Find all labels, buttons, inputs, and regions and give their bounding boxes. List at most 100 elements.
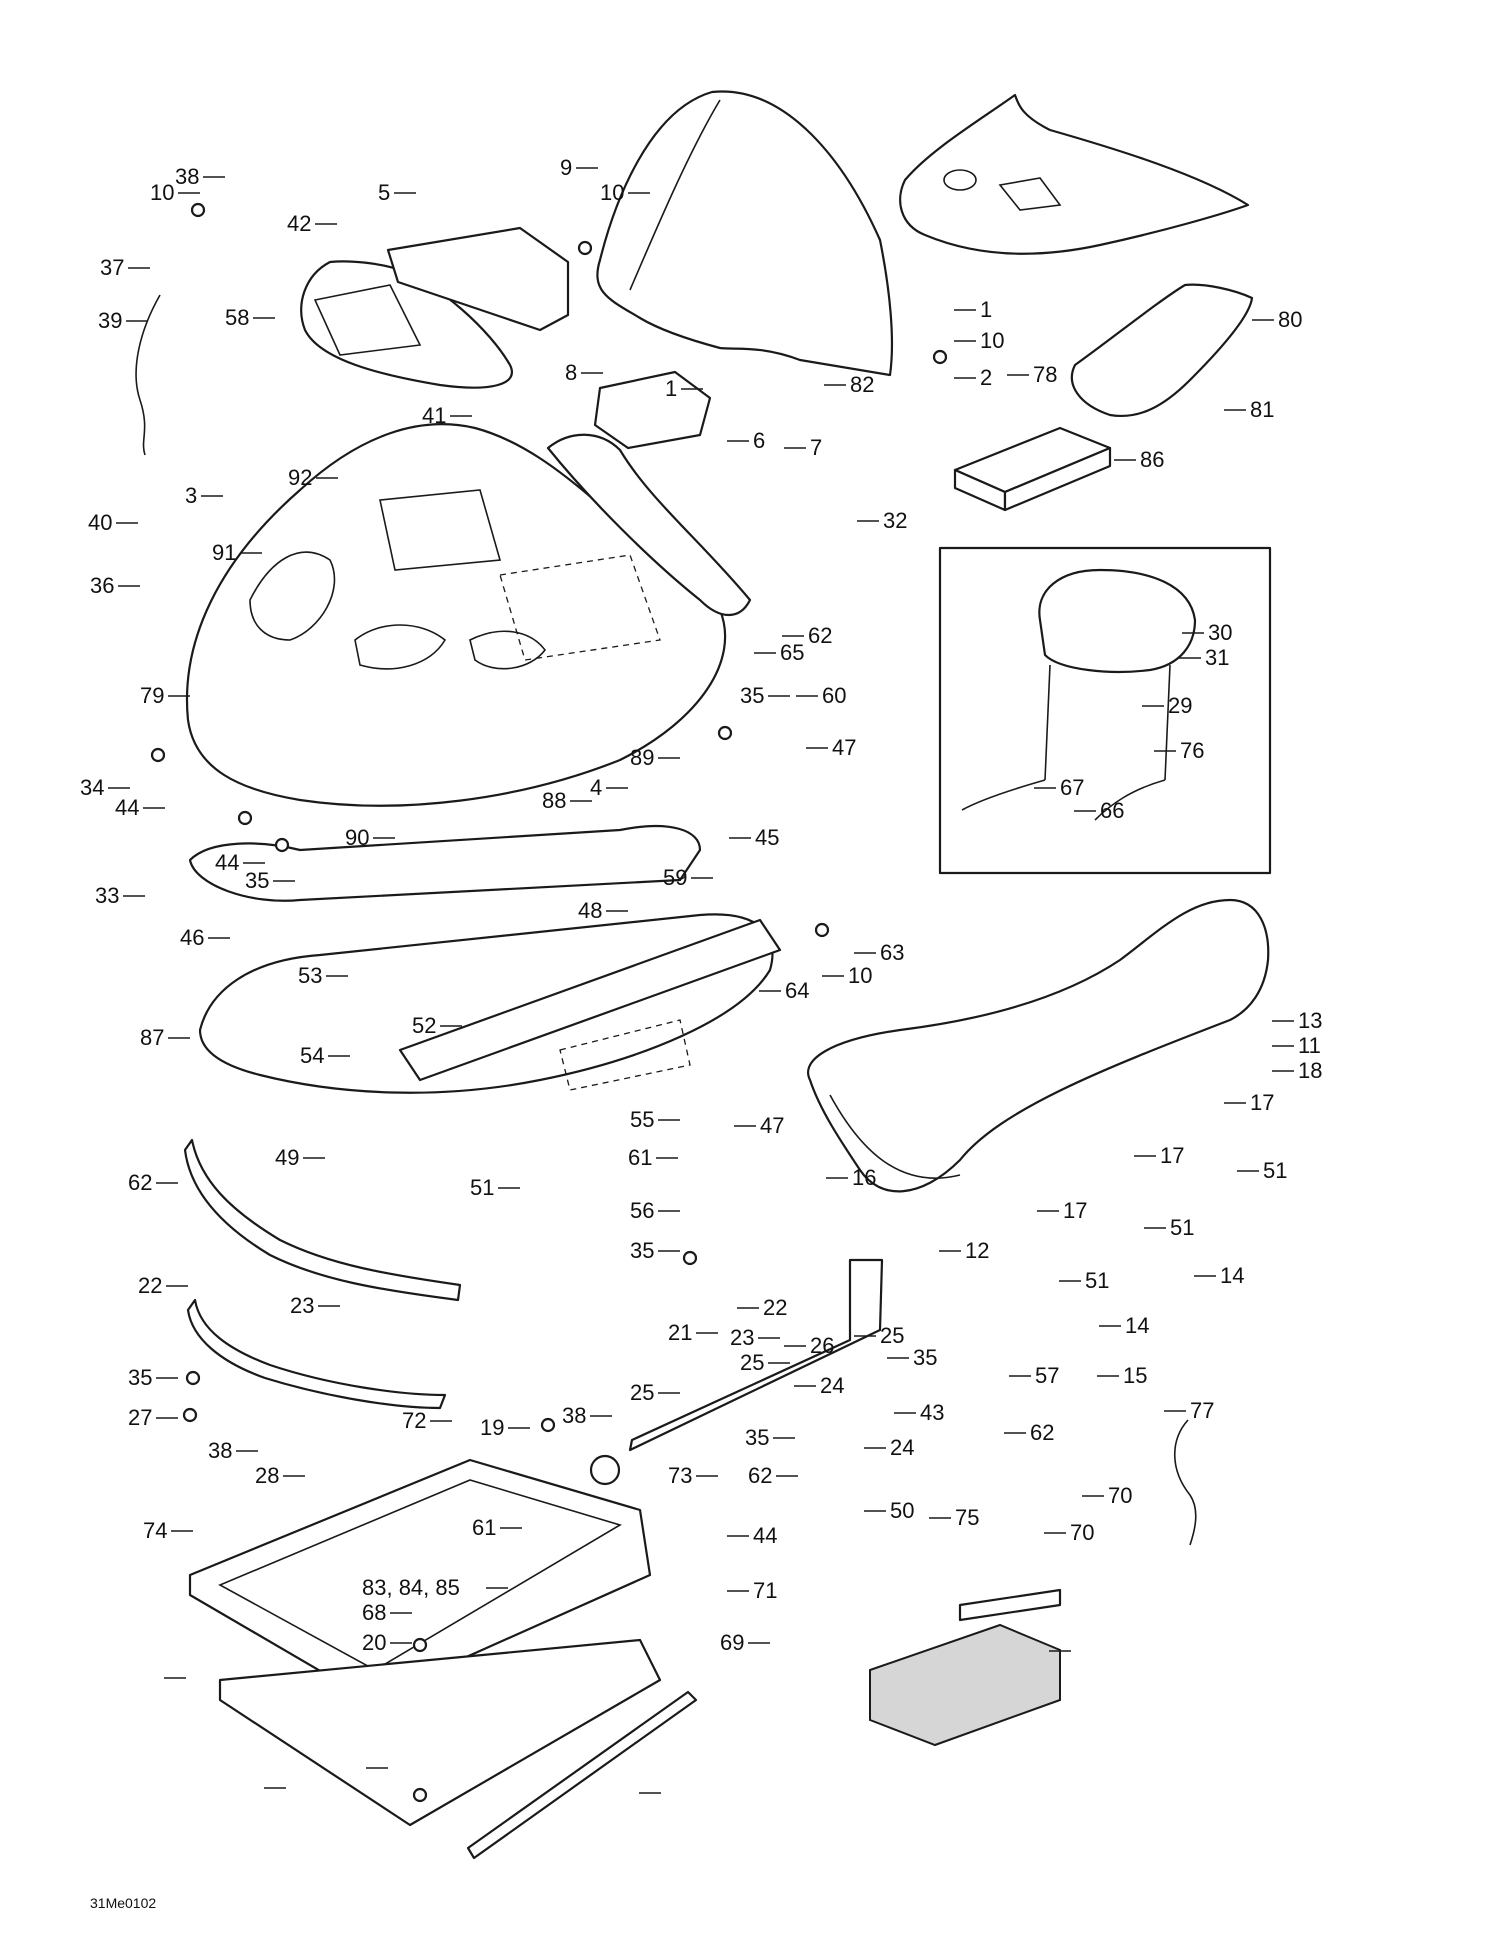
cushion-block bbox=[593, 370, 712, 450]
callout-label: 62 bbox=[808, 623, 832, 648]
callout-label: 46 bbox=[180, 925, 204, 950]
callout-label: 41 bbox=[422, 403, 446, 428]
callout-label: 90 bbox=[345, 825, 369, 850]
callout-label: 28 bbox=[255, 1463, 279, 1488]
callout-label: 10 bbox=[980, 328, 1004, 353]
callout-label: 51 bbox=[470, 1175, 494, 1200]
callout-label: 7 bbox=[810, 435, 822, 460]
callout-label: 29 bbox=[1168, 693, 1192, 718]
callout-label: 92 bbox=[288, 465, 312, 490]
figure-code: 31Me0102 bbox=[90, 1895, 156, 1911]
seat bbox=[807, 898, 1270, 1193]
callout-label: 49 bbox=[275, 1145, 299, 1170]
callout-labels: 10 38 37 39 9 10 5 42 58 8 1 82 1 10 2 7… bbox=[80, 155, 1322, 1655]
callout-label: 44 bbox=[215, 850, 239, 875]
callout-label: 78 bbox=[1033, 362, 1057, 387]
callout-label: 11 bbox=[1298, 1033, 1321, 1058]
callout-label: 18 bbox=[1298, 1058, 1322, 1083]
callout-label: 51 bbox=[1170, 1215, 1194, 1240]
callout-label: 14 bbox=[1125, 1313, 1149, 1338]
callout-label: 47 bbox=[760, 1113, 784, 1138]
storage-compartment bbox=[188, 1458, 662, 1827]
callout-label: 26 bbox=[810, 1333, 834, 1358]
callout-label: 58 bbox=[225, 305, 249, 330]
callout-label: 10 bbox=[848, 963, 872, 988]
callout-label: 64 bbox=[785, 978, 809, 1003]
callout-label: 24 bbox=[890, 1435, 914, 1460]
callout-label: 38 bbox=[208, 1438, 232, 1463]
callout-label: 86 bbox=[1140, 447, 1164, 472]
callout-label: 19 bbox=[480, 1415, 504, 1440]
callout-label: 25 bbox=[880, 1323, 904, 1348]
callout-label: 1 bbox=[980, 297, 992, 322]
callout-label: 31 bbox=[1205, 645, 1229, 670]
callout-label: 6 bbox=[753, 428, 765, 453]
callout-label: 23 bbox=[730, 1325, 754, 1350]
side-panel bbox=[546, 433, 752, 616]
callout-label: 62 bbox=[748, 1463, 772, 1488]
hood-trim bbox=[1070, 283, 1254, 418]
callout-label: 16 bbox=[852, 1165, 876, 1190]
callout-label: 22 bbox=[763, 1295, 787, 1320]
hood-panel bbox=[899, 93, 1250, 255]
callout-label: 73 bbox=[668, 1463, 692, 1488]
callout-label: 8 bbox=[565, 360, 577, 385]
callout-label: 53 bbox=[298, 963, 322, 988]
tool-kit bbox=[869, 1588, 1062, 1747]
callout-label: 50 bbox=[890, 1498, 914, 1523]
callout-label: 38 bbox=[562, 1403, 586, 1428]
backrest bbox=[961, 568, 1197, 821]
callout-label: 40 bbox=[88, 510, 112, 535]
tether-cords bbox=[135, 294, 1197, 1546]
callout-label: 91 bbox=[212, 540, 236, 565]
callout-label: 55 bbox=[630, 1107, 654, 1132]
callout-label: 81 bbox=[1250, 397, 1274, 422]
callout-label: 70 bbox=[1070, 1520, 1094, 1545]
callout-label: 68 bbox=[362, 1600, 386, 1625]
callout-label: 75 bbox=[955, 1505, 979, 1530]
callout-label: 67 bbox=[1060, 775, 1084, 800]
callout-label: 37 bbox=[100, 255, 124, 280]
callout-label: 89 bbox=[630, 745, 654, 770]
callout-label: 51 bbox=[1085, 1268, 1109, 1293]
callout-label: 66 bbox=[1100, 798, 1124, 823]
callout-label: 9 bbox=[560, 155, 572, 180]
callout-label: 45 bbox=[755, 825, 779, 850]
callout-label: 17 bbox=[1250, 1090, 1274, 1115]
lower-body-assembly bbox=[188, 824, 782, 1094]
callout-label: 35 bbox=[740, 683, 764, 708]
callout-label: 42 bbox=[287, 211, 311, 236]
callout-label: 30 bbox=[1208, 620, 1232, 645]
callout-label: 79 bbox=[140, 683, 164, 708]
callout-label: 61 bbox=[628, 1145, 652, 1170]
callout-label: 44 bbox=[753, 1523, 777, 1548]
console-assembly bbox=[300, 226, 570, 389]
rear-trim-strip bbox=[466, 1690, 698, 1860]
callout-label: 15 bbox=[1123, 1363, 1147, 1388]
callout-label: 87 bbox=[140, 1025, 164, 1050]
callout-label: 4 bbox=[590, 775, 602, 800]
callout-label: 14 bbox=[1220, 1263, 1244, 1288]
callout-label: 52 bbox=[412, 1013, 436, 1038]
callout-label: 61 bbox=[472, 1515, 496, 1540]
callout-label: 48 bbox=[578, 898, 602, 923]
foam-pad bbox=[953, 426, 1112, 512]
callout-label: 17 bbox=[1160, 1143, 1184, 1168]
callout-label: 35 bbox=[245, 868, 269, 893]
callout-label: 10 bbox=[600, 180, 624, 205]
callout-label: 22 bbox=[138, 1273, 162, 1298]
callout-label: 51 bbox=[1263, 1158, 1287, 1183]
callout-label: 47 bbox=[832, 735, 856, 760]
callout-label: 23 bbox=[290, 1293, 314, 1318]
callout-label: 35 bbox=[630, 1238, 654, 1263]
callout-label: 13 bbox=[1298, 1008, 1322, 1033]
callout-label: 83, 84, 85 bbox=[362, 1575, 460, 1600]
callout-label: 10 bbox=[150, 180, 174, 205]
callout-label: 76 bbox=[1180, 738, 1204, 763]
callout-label: 54 bbox=[300, 1043, 324, 1068]
callout-label: 57 bbox=[1035, 1363, 1059, 1388]
callout-label: 1 bbox=[665, 376, 677, 401]
callout-label: 77 bbox=[1190, 1398, 1214, 1423]
callout-label: 36 bbox=[90, 573, 114, 598]
